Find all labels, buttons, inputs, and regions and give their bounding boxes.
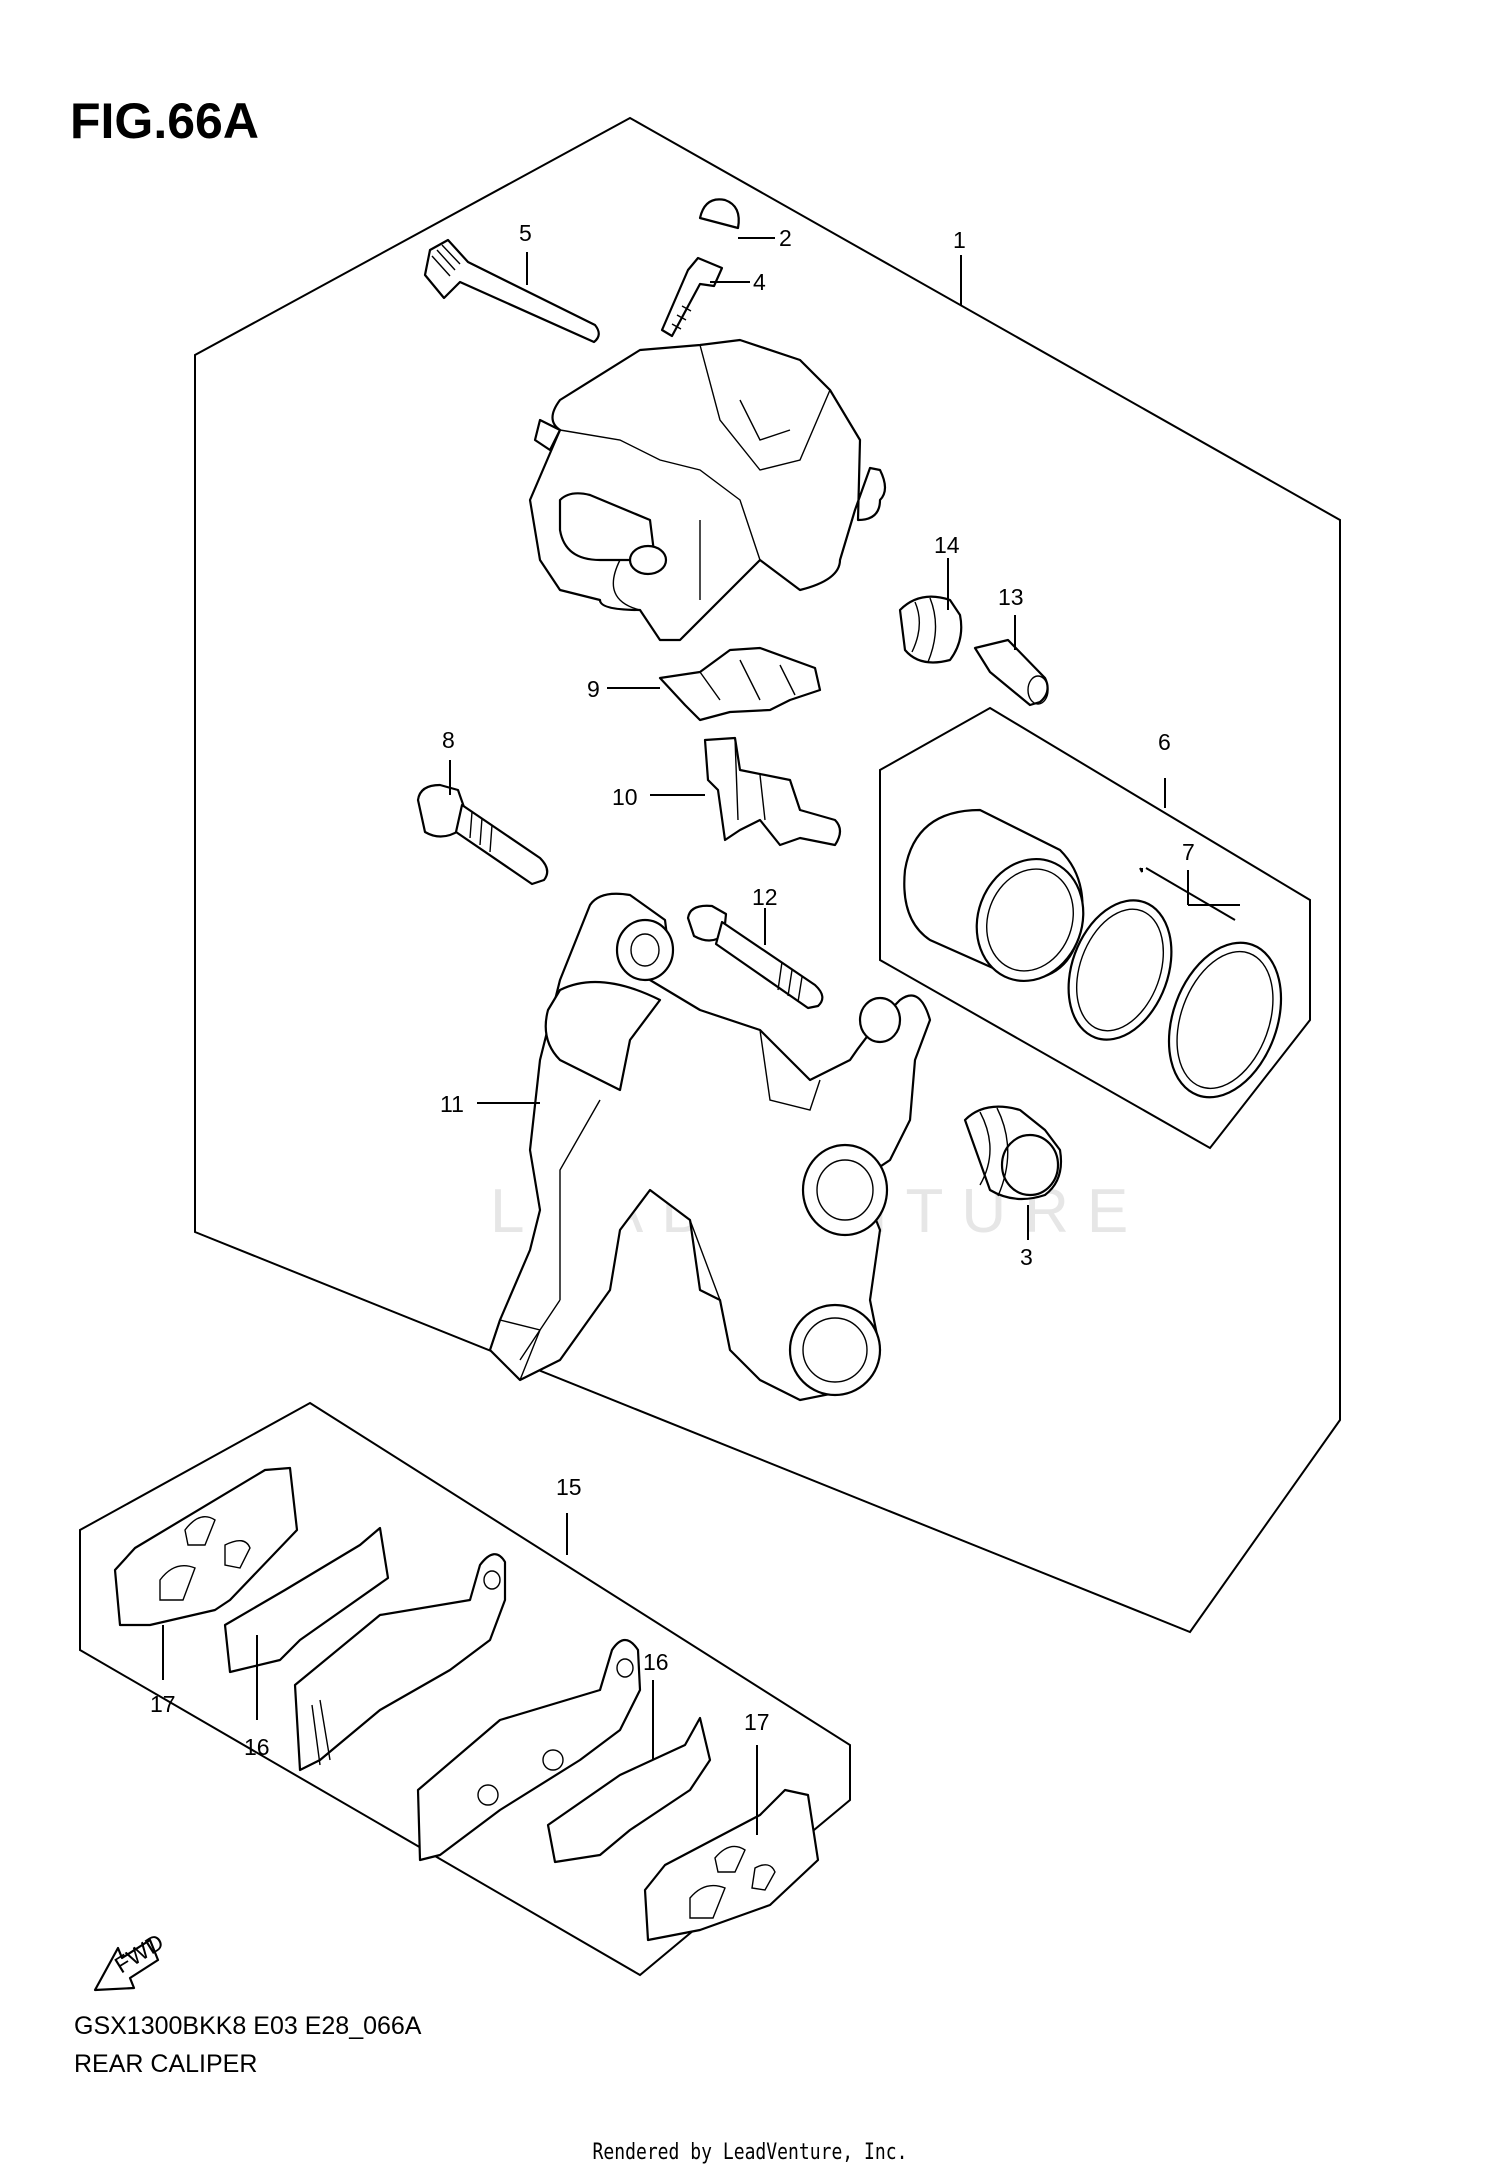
callout-11: 11 — [440, 1091, 464, 1117]
bolt-part-8 — [416, 783, 549, 886]
callout-numbers: 1 2 3 4 5 6 7 8 9 10 11 12 13 14 15 16 1… — [150, 220, 1195, 1760]
caliper-bracket-part-11 — [488, 892, 932, 1402]
bolt-part-12 — [686, 904, 824, 1010]
pad-spring-part-9 — [658, 646, 822, 722]
seals-part-7 — [1067, 899, 1283, 1099]
forward-direction-arrow-icon: FWD — [93, 1928, 168, 1992]
callout-17-left: 17 — [150, 1691, 176, 1717]
sleeve-pin-part-13 — [973, 638, 1049, 707]
callout-4: 4 — [753, 269, 766, 295]
callout-15: 15 — [556, 1474, 582, 1500]
callout-3: 3 — [1020, 1244, 1033, 1270]
callout-16-right: 16 — [643, 1649, 669, 1675]
callout-13: 13 — [998, 584, 1024, 610]
callout-9: 9 — [587, 676, 600, 702]
callout-7: 7 — [1182, 839, 1195, 865]
callout-17-right: 17 — [744, 1709, 770, 1735]
callout-5: 5 — [519, 220, 532, 246]
model-code: GSX1300BKK8 E03 E28_066A — [74, 2012, 422, 2040]
pad-left — [293, 1553, 507, 1772]
pad-set-box — [79, 1401, 851, 1977]
callout-2: 2 — [779, 225, 792, 251]
boot-part-14 — [898, 595, 963, 664]
callout-1: 1 — [953, 227, 966, 253]
figure-caption: REAR CALIPER — [74, 2050, 258, 2078]
pad-retainer-part-10 — [703, 736, 842, 847]
piston-group-box — [879, 706, 1311, 1150]
leader-lines — [162, 237, 1240, 1835]
callout-14: 14 — [934, 532, 960, 558]
callout-6: 6 — [1158, 729, 1171, 755]
callout-10: 10 — [612, 784, 638, 810]
callout-16-left: 16 — [244, 1734, 270, 1760]
shim-part-17-right — [643, 1788, 820, 1942]
pad-right — [416, 1638, 642, 1862]
figure-title: FIG.66A — [70, 93, 259, 149]
piston-part-6 — [903, 808, 1085, 983]
boot-part-3 — [963, 1105, 1063, 1201]
callout-12: 12 — [752, 884, 778, 910]
bleeder-cap-part-2 — [698, 198, 740, 230]
shim-part-17-left — [113, 1466, 299, 1627]
render-credit: Rendered by LeadVenture, Inc. — [592, 2140, 908, 2165]
caliper-body — [528, 338, 887, 642]
callout-8: 8 — [442, 727, 455, 753]
bleeder-valve-part-4 — [660, 256, 724, 338]
shim-part-16-left — [223, 1526, 390, 1674]
slide-pin-part-5 — [423, 238, 600, 344]
caliper-assembly-box — [194, 116, 1341, 1634]
